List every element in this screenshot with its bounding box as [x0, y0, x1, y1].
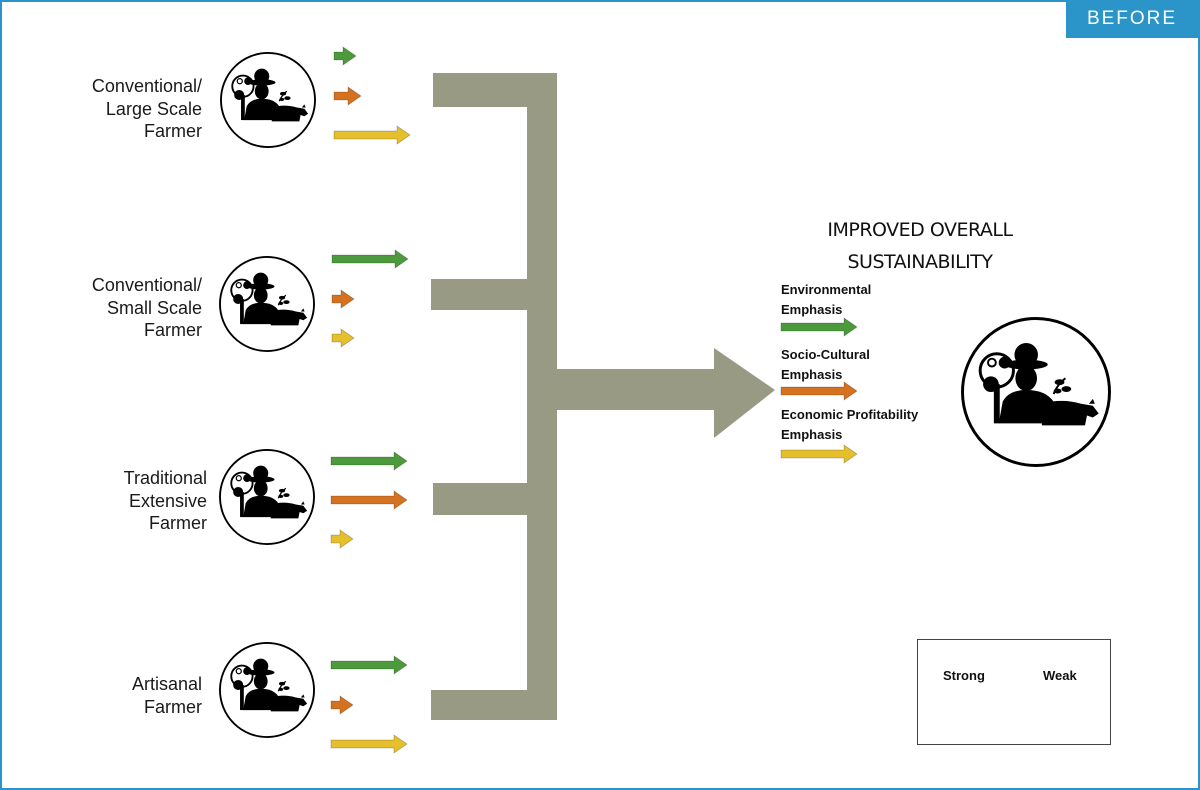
- emphasis-label-line: Emphasis: [781, 367, 843, 382]
- environmental-arrow: [331, 249, 409, 269]
- farmer-arrows: [330, 46, 411, 754]
- emphasis-label-line: Economic Profitability: [781, 407, 919, 422]
- emphasis-label-line: Emphasis: [781, 302, 843, 317]
- outcome-title-line2: SUSTAINABILITY: [847, 251, 993, 273]
- farmer-label-line: Farmer: [144, 696, 202, 717]
- farmer-label-artisanal: Artisanal Farmer: [2, 673, 202, 718]
- socio-cultural-arrow: [780, 381, 858, 401]
- farmer-icon: [219, 449, 315, 545]
- emphasis-label-line: Emphasis: [781, 427, 843, 442]
- connector-bracket: [431, 73, 775, 720]
- sustainable-farmer-icon: [961, 317, 1111, 467]
- farmer-label-line: Traditional: [123, 468, 207, 488]
- environmental-arrow: [330, 655, 408, 675]
- outcome-arrows: [780, 317, 858, 464]
- farmer-icon: [219, 256, 315, 352]
- legend-weak-label: Weak: [1043, 668, 1077, 683]
- legend-strong-label: Strong: [943, 668, 985, 683]
- socio-cultural-arrow: [331, 289, 355, 309]
- emphasis-label-line: Socio-Cultural: [781, 347, 870, 362]
- socio-cultural-arrow: [333, 86, 362, 106]
- farmer-label-line: Farmer: [144, 320, 202, 340]
- economic-arrow: [780, 444, 858, 464]
- farmer-label-traditional: Traditional Extensive Farmer: [7, 467, 207, 535]
- farmer-label-line: Artisanal: [131, 674, 202, 694]
- emphasis-label-economic: Economic Profitability Emphasis: [781, 405, 918, 445]
- socio-cultural-arrow: [330, 490, 408, 510]
- farmer-label-line: Farmer: [144, 121, 202, 141]
- outcome-title: IMPROVED OVERALL SUSTAINABILITY: [800, 214, 1040, 278]
- farmer-label-large-scale: Conventional/ Large Scale Farmer: [2, 75, 202, 143]
- outcome-title-line1: IMPROVED OVERALL: [827, 219, 1013, 241]
- economic-arrow: [333, 125, 411, 145]
- before-badge: BEFORE: [1066, 0, 1198, 38]
- emphasis-label-socio-cultural: Socio-Cultural Emphasis: [781, 345, 870, 385]
- economic-arrow: [330, 734, 408, 754]
- emphasis-label-environmental: Environmental Emphasis: [781, 280, 871, 320]
- farmer-icon: [219, 642, 315, 738]
- economic-arrow: [331, 328, 355, 348]
- legend-box: [917, 639, 1111, 745]
- farmer-label-line: Farmer: [149, 513, 207, 533]
- socio-cultural-arrow: [330, 695, 354, 715]
- emphasis-label-line: Environmental: [781, 282, 872, 297]
- farmer-label-line: Large Scale: [105, 98, 202, 119]
- environmental-arrow: [330, 451, 408, 471]
- environmental-arrow: [333, 46, 357, 66]
- farmer-label-line: Extensive: [128, 490, 207, 511]
- environmental-arrow: [780, 317, 858, 337]
- farmer-label-line: Conventional/: [91, 275, 202, 295]
- farmer-label-small-scale: Conventional/ Small Scale Farmer: [2, 274, 202, 342]
- economic-arrow: [330, 529, 354, 549]
- farmer-label-line: Conventional/: [91, 76, 202, 96]
- farmer-label-line: Small Scale: [106, 297, 202, 318]
- farmer-icon: [220, 52, 316, 148]
